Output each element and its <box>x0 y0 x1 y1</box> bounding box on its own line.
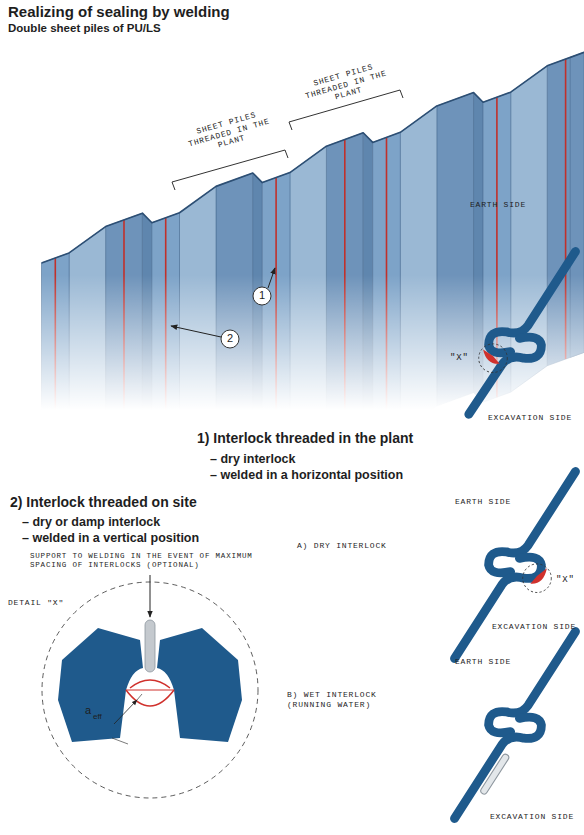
callout-number: 2 <box>221 332 239 345</box>
interlock-line <box>123 220 125 520</box>
drawing-label: EXCAVATION SIDE <box>490 812 574 822</box>
drawing-label: EXCAVATION SIDE <box>492 622 576 632</box>
pile-face <box>152 213 180 523</box>
pile-top-edge <box>42 52 584 263</box>
pile-face <box>400 106 437 432</box>
drawing-label: EARTH SIDE <box>455 497 511 507</box>
detail-x <box>42 575 258 798</box>
text-label: 1) Interlock threaded in the plant <box>197 430 413 447</box>
interlock-site-wet <box>455 632 576 819</box>
drawing-label: A) DRY INTERLOCK <box>297 541 387 551</box>
interlock-line <box>386 137 388 437</box>
text-label: – dry or damp interlock <box>22 515 160 530</box>
pile-face <box>570 52 584 357</box>
drawing-label: "X" <box>556 575 575 586</box>
drawing-label: "X" <box>450 353 469 364</box>
pile-face <box>326 133 363 446</box>
text-label: 2) Interlock threaded on site <box>10 494 197 511</box>
drawing-label: SUPPORT TO WELDING IN THE EVENT OF MAXIM… <box>30 552 270 570</box>
interlock-plant <box>469 252 576 415</box>
pile-face <box>290 146 327 472</box>
pile-face <box>547 52 584 365</box>
callout-number: 1 <box>253 289 271 302</box>
text-label: – welded in a horizontal position <box>210 468 403 483</box>
drawing-label: B) WET INTERLOCK (RUNNING WATER) <box>287 690 412 709</box>
interlock-line <box>165 218 167 518</box>
drawing-label: SHEET PILES THREADED IN THE PLANT <box>298 58 394 111</box>
drawing-label: EARTH SIDE <box>455 657 511 667</box>
bracket <box>172 90 403 190</box>
interlock-line <box>344 139 346 439</box>
title: Realizing of sealing by welding <box>8 3 230 21</box>
interlock-site-dry <box>455 472 576 659</box>
text-label: eff <box>93 712 102 722</box>
text-label: a <box>85 704 91 717</box>
pile-face <box>106 213 143 526</box>
callout-leaders <box>171 268 275 348</box>
pile-face <box>142 213 152 523</box>
drawing-label: SHEET PILES THREADED IN THE PLANT <box>181 106 277 159</box>
text-label: – dry interlock <box>210 452 295 467</box>
drawing-label: DETAIL "X" <box>8 598 64 608</box>
pile-faces <box>42 52 584 563</box>
text-label: – welded in a vertical position <box>22 531 199 546</box>
pile-face <box>363 133 373 443</box>
text-label: Double sheet piles of PU/LS <box>8 22 161 36</box>
interlock-line <box>565 59 567 359</box>
drawing-label: EARTH SIDE <box>470 200 526 210</box>
interlock-line <box>54 258 56 558</box>
pile-face <box>437 93 474 406</box>
pile-face <box>474 93 484 403</box>
pile-face <box>373 132 401 442</box>
drawing-label: EXCAVATION SIDE <box>488 413 572 423</box>
